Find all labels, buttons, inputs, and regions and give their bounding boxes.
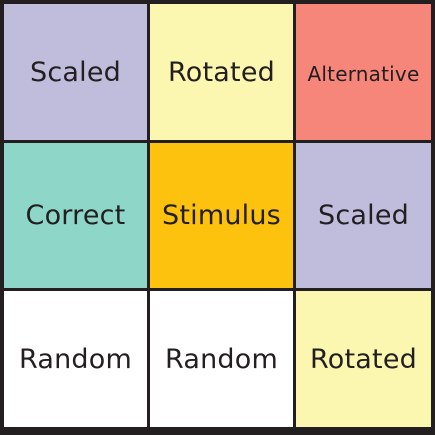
cell-label: Correct	[25, 200, 126, 231]
cell-label: Alternative	[307, 62, 420, 86]
cell-label: Stimulus	[162, 200, 281, 231]
cell-label: Scaled	[30, 56, 121, 88]
cell-random-bottom-left: Random	[4, 291, 147, 427]
cell-label: Random	[19, 343, 132, 375]
cell-label: Scaled	[318, 200, 409, 231]
cell-rotated-bottom-right: Rotated	[296, 291, 431, 427]
cell-stimulus-center: Stimulus	[150, 143, 293, 288]
cell-random-bottom-middle: Random	[150, 291, 293, 427]
cell-alternative-top-right: Alternative	[296, 4, 431, 140]
cell-label: Rotated	[168, 56, 275, 88]
cell-scaled-middle-right: Scaled	[296, 143, 431, 288]
cell-label: Rotated	[310, 343, 417, 375]
cell-correct-middle-left: Correct	[4, 143, 147, 288]
cell-label: Random	[165, 343, 278, 375]
cell-scaled-top-left: Scaled	[4, 4, 147, 140]
cell-rotated-top-middle: Rotated	[150, 4, 293, 140]
